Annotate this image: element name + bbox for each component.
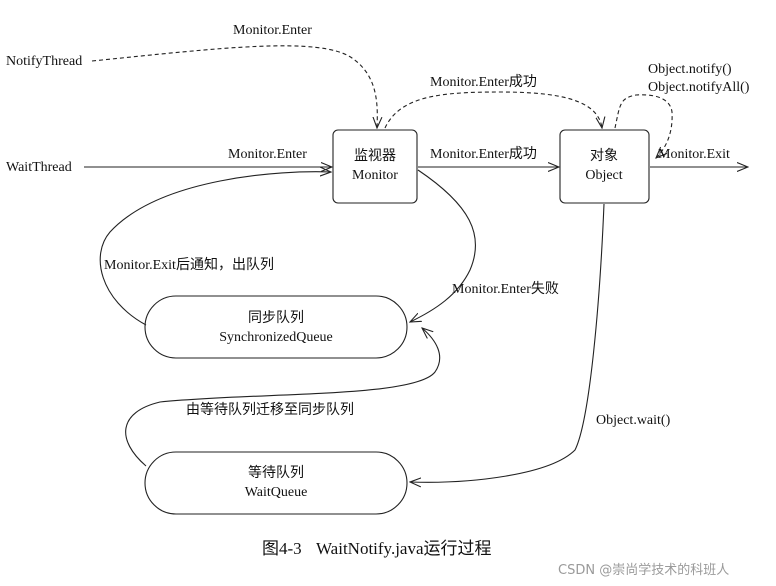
monitor-enter-success-label: Monitor.Enter成功: [430, 146, 537, 162]
exit-notify-label: Monitor.Exit后通知，出队列: [104, 256, 274, 273]
sync-queue-node: 同步队列 SynchronizedQueue: [144, 295, 408, 359]
enter-fail-label: Monitor.Enter失败: [452, 281, 559, 297]
monitor-node: 监视器 Monitor: [332, 129, 418, 204]
wait-thread-label: WaitThread: [6, 160, 72, 175]
object-notify-all-label: Object.notifyAll(): [648, 80, 750, 95]
wait-queue-cn-label: 等待队列: [248, 464, 304, 481]
notify-to-monitor-edge: [91, 45, 377, 128]
enter-fail-edge: [410, 169, 477, 322]
figure-title: WaitNotify.java运行过程: [316, 539, 492, 558]
wait-enter-label: Monitor.Enter: [228, 147, 307, 162]
sync-queue-en-label: SynchronizedQueue: [219, 330, 333, 345]
monitor-enter-success-top-edge: [384, 91, 602, 128]
object-en-label: Object: [585, 168, 622, 183]
object-wait-edge: [410, 203, 605, 482]
monitor-enter-success-top-label: Monitor.Enter成功: [430, 74, 537, 90]
object-node: 对象 Object: [559, 129, 650, 204]
object-wait-label: Object.wait(): [596, 413, 671, 428]
wait-to-sync-label: 由等待队列迁移至同步队列: [186, 401, 354, 418]
object-exit-label: Monitor.Exit: [658, 147, 730, 162]
monitor-en-label: Monitor: [352, 168, 398, 183]
object-cn-label: 对象: [590, 148, 618, 164]
wait-to-sync-edge: [125, 328, 441, 467]
figure-number: 图4-3: [262, 539, 302, 558]
object-notify-loop-edge: [614, 94, 673, 158]
exit-notify-edge: [99, 172, 331, 326]
notify-thread-label: NotifyThread: [6, 54, 82, 69]
notify-enter-label: Monitor.Enter: [233, 23, 312, 38]
monitor-cn-label: 监视器: [354, 148, 396, 164]
object-notify-label: Object.notify(): [648, 62, 732, 77]
wait-queue-en-label: WaitQueue: [245, 485, 308, 500]
wait-queue-node: 等待队列 WaitQueue: [144, 451, 408, 515]
sync-queue-cn-label: 同步队列: [248, 310, 304, 326]
watermark: CSDN @崇尚学技术的科班人: [558, 562, 729, 578]
